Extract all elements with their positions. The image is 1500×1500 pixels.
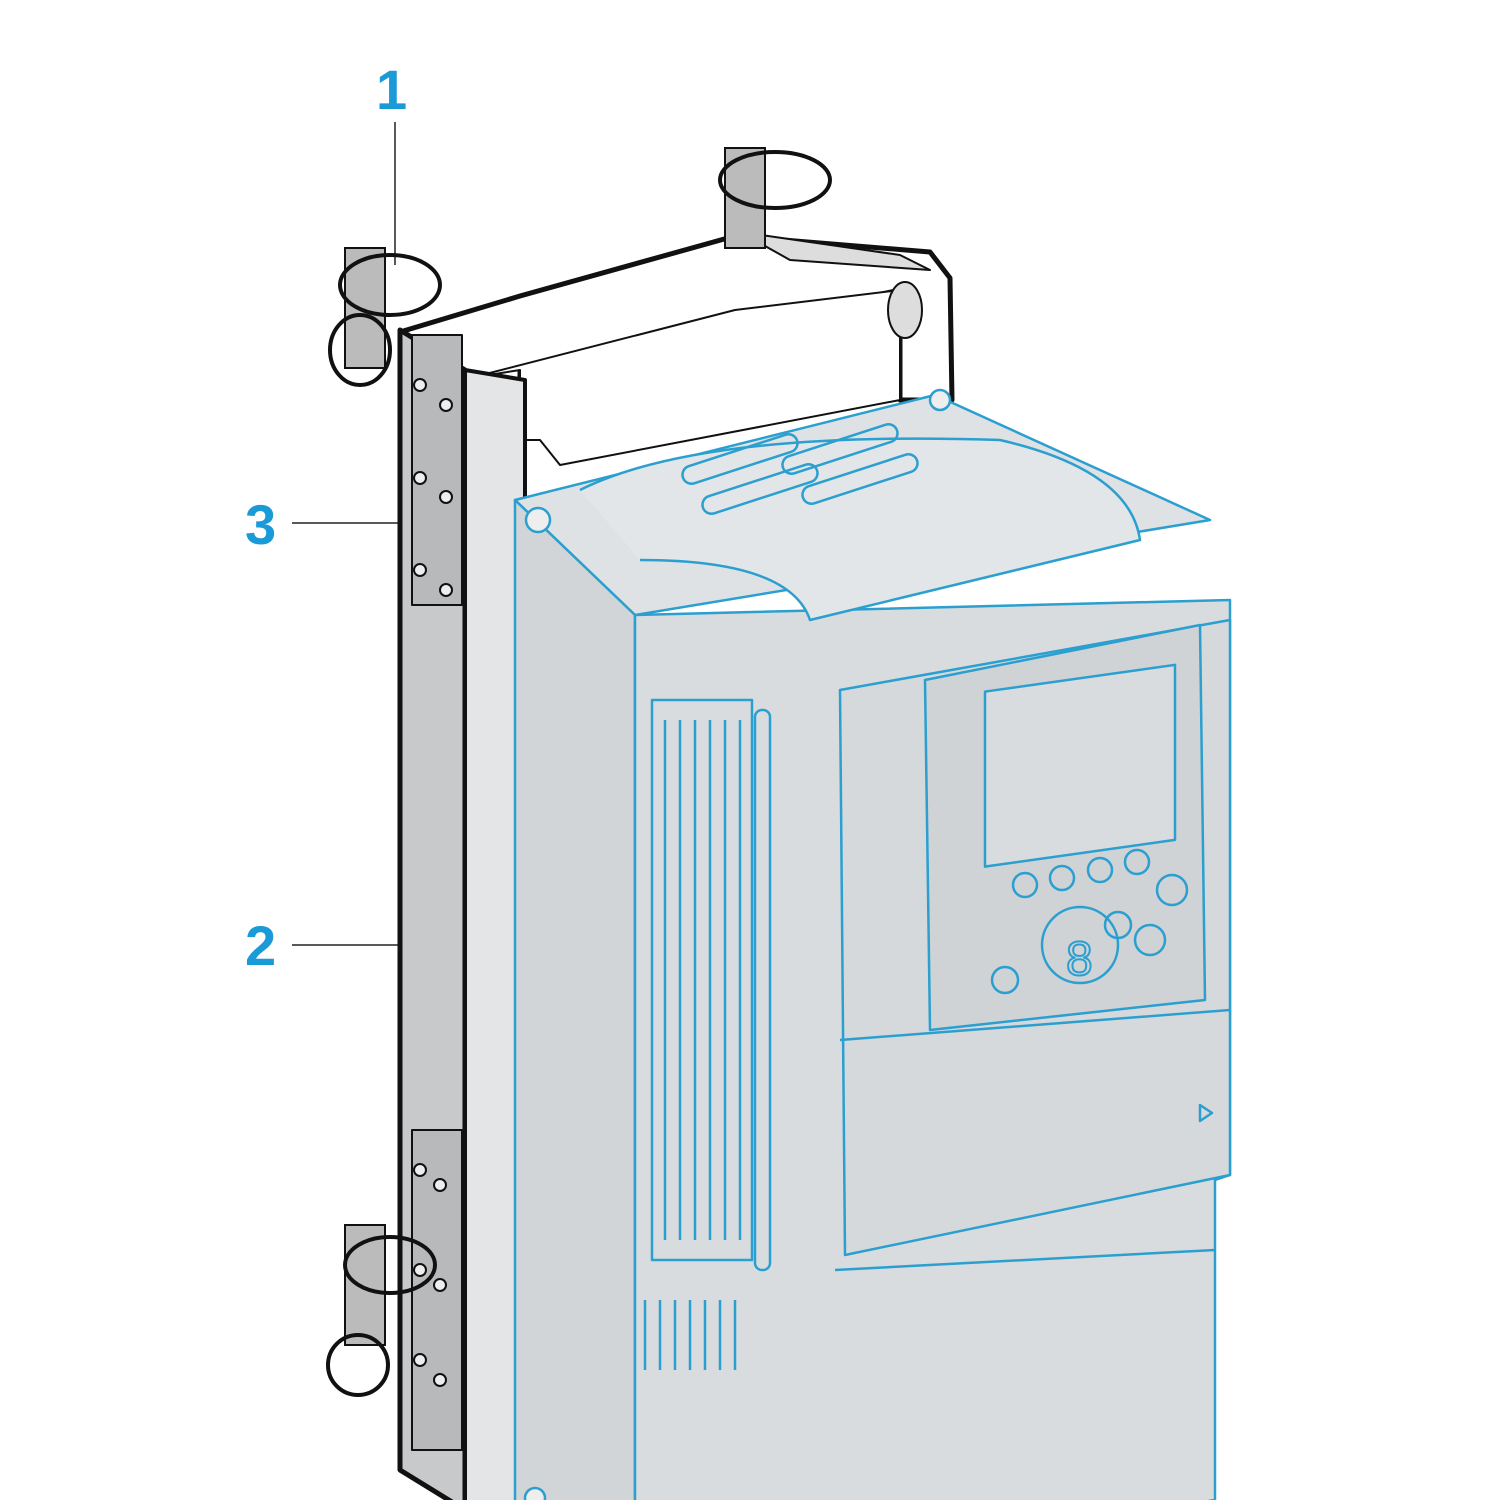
callout-2: 2 <box>245 914 277 977</box>
screws <box>413 378 453 1387</box>
svg-text:8: 8 <box>1066 933 1093 986</box>
din-clip-top-left <box>328 247 442 387</box>
vertical-plate <box>397 327 527 1500</box>
din-clip-bottom-left <box>326 1224 437 1397</box>
graphic-keypad: 8 <box>923 623 1207 1032</box>
arrow-marker-icon <box>1198 1103 1214 1123</box>
drive-mounting-screws <box>523 388 952 1500</box>
top-vents <box>681 422 919 516</box>
keypad-display <box>983 663 1177 868</box>
navigation-dial <box>1040 905 1120 985</box>
keyhole-slot <box>887 281 923 339</box>
din-clip-top-right <box>718 147 832 249</box>
side-vent-grille <box>643 698 772 1370</box>
variable-speed-drive: 8 <box>513 388 1232 1500</box>
callout-1: 1 <box>376 58 408 121</box>
din-clips <box>326 147 832 1397</box>
drive-side-face <box>513 498 637 1500</box>
callout-3: 3 <box>245 493 277 556</box>
